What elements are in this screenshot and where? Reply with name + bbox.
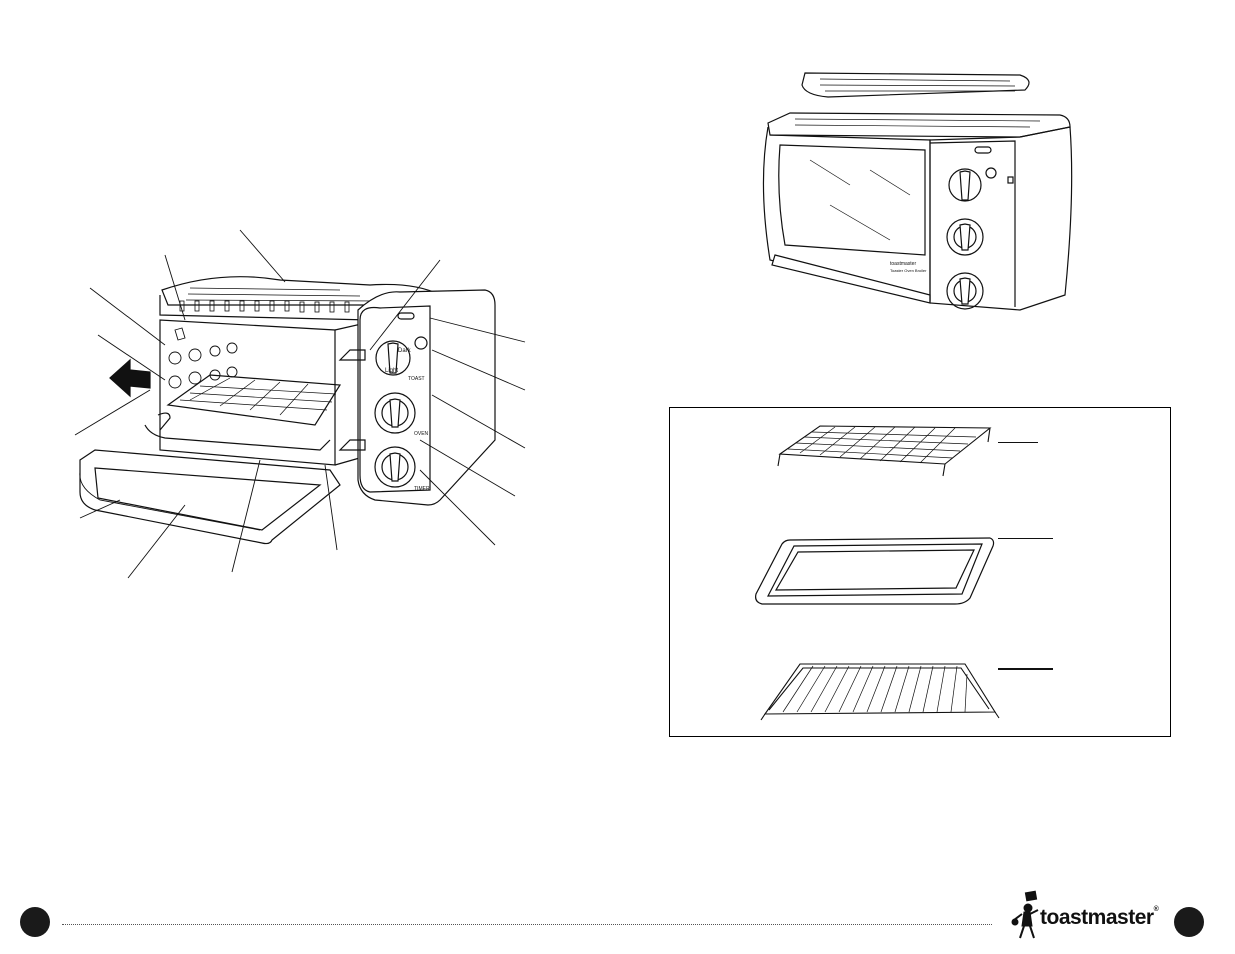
toastmaster-logo: toastmaster®: [1010, 888, 1170, 944]
toaster-oven-closed-diagram: toastmaster Toaster Oven Broiler: [762, 72, 1073, 311]
oven-rack-illustration: [760, 663, 1000, 721]
toast-panel-label: TOAST: [408, 376, 425, 382]
toast-dial-light-label: Light: [385, 368, 398, 374]
oven-panel-label: OVEN: [414, 431, 429, 437]
bake-pan-label-line: [998, 538, 1053, 539]
broil-rack-illustration: [777, 425, 992, 477]
page-number-badge-right: [1174, 907, 1204, 937]
oven-badge-brand: toastmaster: [890, 261, 916, 267]
footer-dotted-rule: [62, 924, 992, 925]
bake-pan-illustration: [755, 537, 995, 605]
footer-brand-name: toastmaster®: [1040, 906, 1159, 929]
broil-rack-label-line: [998, 442, 1038, 443]
page-number-badge-left: [20, 907, 50, 937]
accessories-panel: [669, 407, 1171, 737]
toastmaster-mascot-icon: [1011, 890, 1039, 939]
toast-dial-dark-label: Dark: [398, 348, 412, 354]
oven-rack-label-line: [998, 668, 1053, 670]
oven-badge-model: Toaster Oven Broiler: [890, 268, 927, 273]
timer-panel-label: TIMER: [414, 486, 430, 492]
toaster-oven-open-diagram: Dark Light TOAST OVEN TIMER: [74, 229, 526, 579]
